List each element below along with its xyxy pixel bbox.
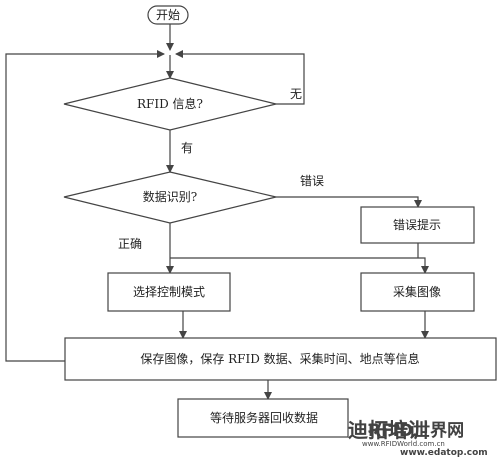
watermark-right: RFID世界网 <box>368 421 464 441</box>
node-capture-image: 采集图像 <box>360 272 475 312</box>
wait-server-label: 等待服务器回收数据 <box>210 410 318 425</box>
node-wait-server: 等待服务器回收数据 <box>177 398 349 438</box>
edge-junction-to-capture <box>170 257 429 274</box>
watermark-url-1: www.edatop.com <box>400 448 488 458</box>
watermark-left: 迪拓培训 <box>348 418 428 442</box>
watermark-url-2: www.RFIDWorld.com.cn <box>362 440 445 448</box>
edge-label-error: 错误 <box>300 174 324 188</box>
edge-save-loop-back <box>5 50 165 362</box>
node-select-mode: 选择控制模式 <box>107 272 231 312</box>
save-info-label: 保存图像，保存 RFID 数据、采集时间、地点等信息 <box>140 351 419 366</box>
node-error-hint: 错误提示 <box>360 206 475 244</box>
capture-image-label: 采集图像 <box>393 284 441 299</box>
error-hint-label: 错误提示 <box>393 217 441 232</box>
data-question-label: 数据识别? <box>143 189 197 204</box>
node-start: 开始 <box>147 5 189 25</box>
select-mode-label: 选择控制模式 <box>133 285 205 299</box>
rfid-question-label: RFID 信息? <box>137 96 203 111</box>
edge-label-correct: 正确 <box>118 237 142 251</box>
start-label: 开始 <box>156 8 180 22</box>
watermark: 迪拓培训 RFID世界网 www.RFIDWorld.com.cn www.ed… <box>348 418 488 458</box>
node-rfid-decision: RFID 信息? <box>63 77 277 131</box>
node-save-info: 保存图像，保存 RFID 数据、采集时间、地点等信息 <box>64 337 497 381</box>
edge-label-yes: 有 <box>181 141 193 155</box>
edge-label-no: 无 <box>290 87 302 101</box>
edge-rfid-no-loop <box>175 50 305 105</box>
edges <box>5 24 429 400</box>
node-data-decision: 数据识别? <box>63 171 277 224</box>
edge-data-error <box>276 196 422 208</box>
